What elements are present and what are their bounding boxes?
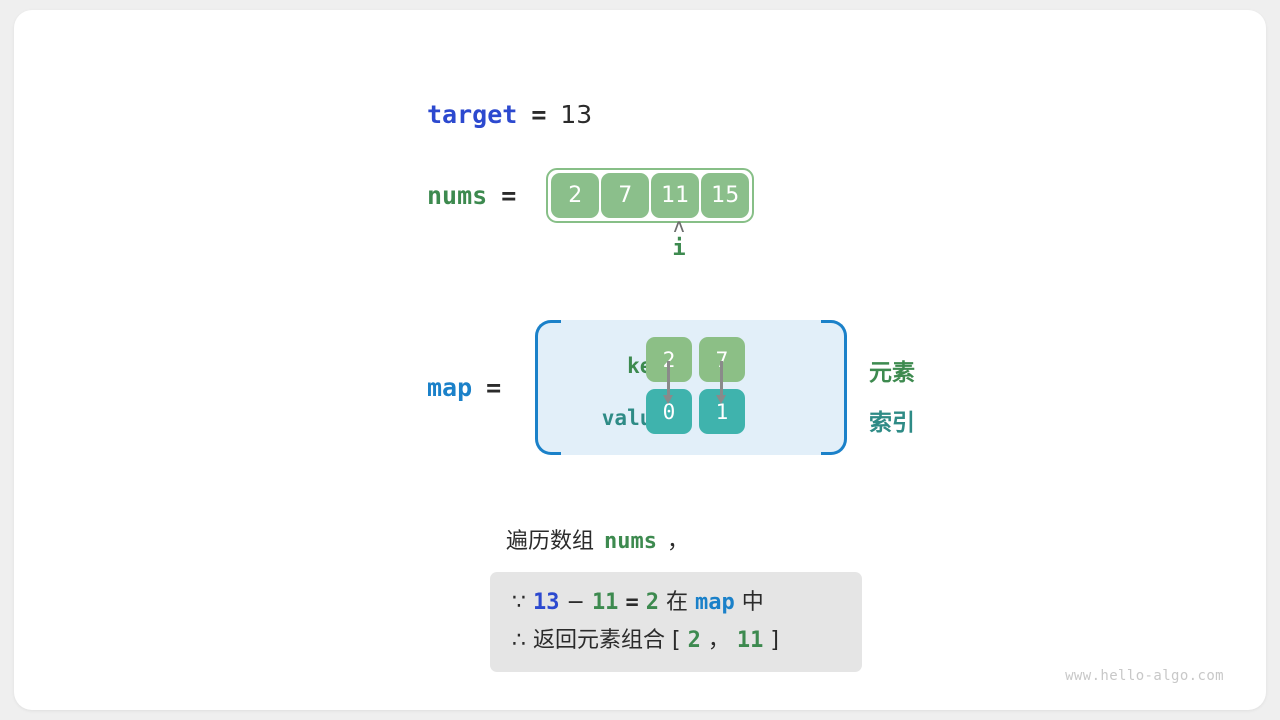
- conclusion-line-1: ∵ 13 − 11 = 2 在 map 中: [512, 584, 840, 622]
- conc-map-ref: map: [694, 590, 735, 615]
- conclusion-box: ∵ 13 − 11 = 2 在 map 中 ∴ 返回元素组合 [ 2 ， 11 …: [490, 572, 862, 672]
- index-pointer: ʌ i: [654, 216, 704, 262]
- element-side-label: 元素: [869, 360, 915, 386]
- map-entry: 7 1: [699, 337, 745, 434]
- map-entries: 2 0 7 1: [646, 337, 745, 434]
- caption-line: 遍历数组 nums ，: [506, 523, 689, 555]
- conc-result-first: 2: [687, 628, 701, 653]
- target-row: target = 13: [427, 102, 592, 127]
- map-key-cell: 7: [699, 337, 745, 382]
- conc-comma: ，: [707, 628, 730, 653]
- target-value: 13: [560, 100, 593, 129]
- key-to-value-arrow-icon: [716, 361, 726, 404]
- conc-tail-text: 中: [741, 590, 764, 615]
- conc-in-text: 在: [665, 590, 688, 615]
- pointer-label: i: [672, 236, 686, 261]
- map-entry: 2 0: [646, 337, 692, 434]
- map-container: key value 2 0 7 1: [535, 320, 847, 455]
- nums-array: 2 7 11 15: [546, 168, 755, 223]
- conc-lbracket: [: [672, 628, 681, 653]
- caption-text-before: 遍历数组: [506, 529, 595, 554]
- nums-row: nums = 2 7 11 15: [427, 168, 755, 223]
- index-side-label: 索引: [869, 410, 915, 436]
- array-cell: 7: [601, 173, 650, 218]
- therefore-symbol: ∴: [512, 628, 526, 653]
- diagram-card: target = 13 nums = 2 7 11 15 ʌ i map = k…: [14, 10, 1266, 710]
- target-equals: =: [531, 100, 547, 129]
- because-symbol: ∵: [512, 590, 526, 615]
- conc-complement-value: 2: [645, 590, 659, 615]
- caret-icon: ʌ: [673, 215, 685, 237]
- map-equals: =: [486, 373, 502, 402]
- map-row: map =: [427, 375, 501, 400]
- caption-text-after: ，: [667, 529, 690, 554]
- conc-current-value: 11: [591, 590, 619, 615]
- conc-equals: =: [625, 590, 639, 615]
- conclusion-line-2: ∴ 返回元素组合 [ 2 ， 11 ]: [512, 622, 840, 660]
- array-cell: 2: [551, 173, 600, 218]
- map-label: map: [427, 373, 473, 402]
- array-cell: 11: [651, 173, 700, 218]
- map-bracket-left-icon: [535, 320, 561, 455]
- minus-symbol: −: [566, 590, 585, 615]
- conc-target-value: 13: [533, 590, 560, 615]
- map-side-labels: 元素 索引: [869, 345, 915, 445]
- nums-label: nums: [427, 181, 488, 210]
- watermark: www.hello-algo.com: [1065, 668, 1224, 684]
- nums-equals: =: [501, 181, 517, 210]
- key-to-value-arrow-icon: [663, 361, 673, 404]
- target-label: target: [427, 100, 518, 129]
- conc-rbracket: ]: [770, 628, 779, 653]
- conc-result-second: 11: [736, 628, 764, 653]
- map-bracket-right-icon: [821, 320, 847, 455]
- array-cell: 15: [701, 173, 750, 218]
- caption-var: nums: [604, 529, 657, 554]
- conc-result-text: 返回元素组合: [533, 628, 666, 653]
